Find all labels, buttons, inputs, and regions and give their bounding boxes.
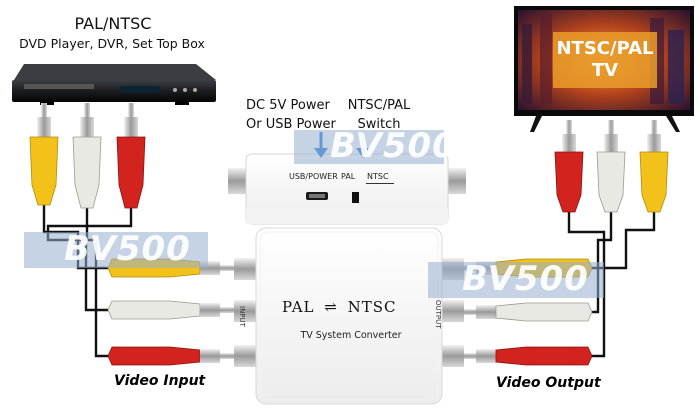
swap-arrows-icon: ⇌ [324,298,338,316]
port-ntsc-label: NTSC [367,172,389,181]
watermark-text: BV500 [330,126,457,166]
tv-label: NTSC/PAL TV [553,38,657,82]
tv-label-line: NTSC/PAL [556,38,654,59]
video-output-label: Video Output [496,375,601,391]
tv-label-box [553,32,657,88]
converter-front [234,227,464,405]
converter-back-view [228,153,466,225]
switch-callout-line: NTSC/PAL [347,98,411,113]
watermark-text: BV500 [64,229,191,269]
rca-plugs-output-top [554,120,669,213]
brand-right: NTSC [347,298,397,316]
source-device-subtitle: DVD Player, DVR, Set Top Box [19,36,205,51]
switch-callout-line: Switch [357,117,401,132]
video-input-label: Video Input [114,373,206,389]
watermark-text: BV500 [462,259,589,299]
source-device-title: PAL/NTSC [74,14,152,33]
power-callout-line: Or USB Power [246,117,336,132]
side-output-label: OUTPUT [434,300,442,329]
port-pal-label: PAL [341,172,356,181]
switch-callout: NTSC/PAL Switch [344,96,414,134]
brand-line: PAL ⇌ NTSC [282,298,420,316]
watermark-bg [294,130,444,164]
rca-plugs-input-side [107,258,234,366]
divider [366,183,394,184]
tv-label-line: TV [591,60,619,81]
rca-plugs-input-top [29,103,146,209]
port-usb-label: USB/POWER [289,172,338,181]
converter-subtitle: TV System Converter [300,330,402,341]
dvd-player [12,64,216,105]
power-callout-line: DC 5V Power [246,98,330,113]
watermark-bg [428,262,604,298]
side-input-label: INPUT [238,306,246,327]
brand-left: PAL [282,298,315,316]
watermark-bg [24,232,208,268]
power-callout: DC 5V Power Or USB Power [246,96,346,134]
